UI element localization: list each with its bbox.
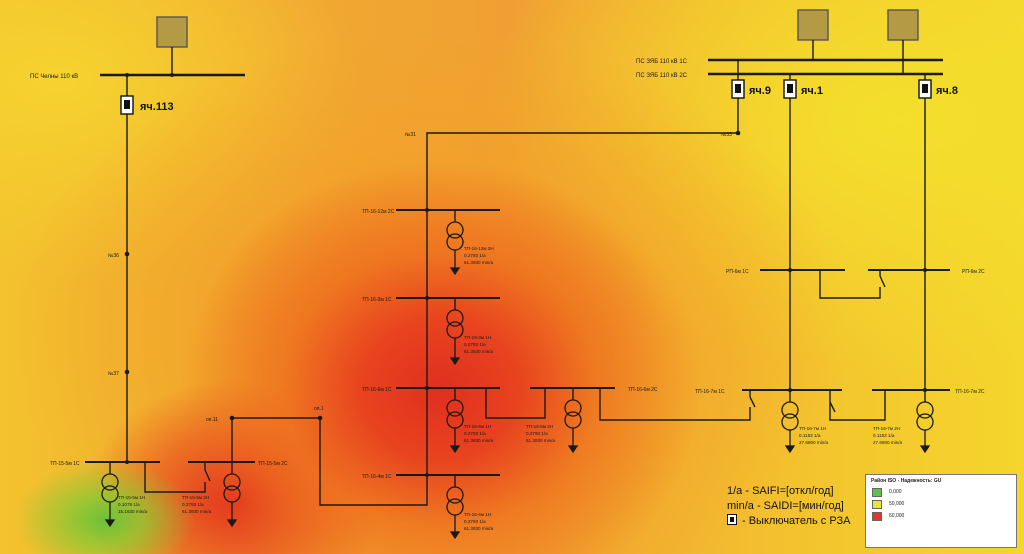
transformer-t3 xyxy=(446,221,464,276)
label-breaker-right-1: яч.9 xyxy=(749,85,771,97)
label-bus-tp16-6-2c: ТП-16-6м 2С xyxy=(628,387,658,393)
legend-item: 0,000 xyxy=(872,487,1016,497)
transformer-t9 xyxy=(916,401,934,454)
info-t3-saidi: 61.3930 min/a xyxy=(464,260,494,265)
transformer-t6 xyxy=(564,399,582,454)
breaker-icon xyxy=(727,514,737,525)
info-t4-saifi: 0.2793 1/a xyxy=(464,342,486,347)
info-t2-saifi: 0.2793 1/a xyxy=(182,502,204,507)
note-breaker-label: - Выключатель с РЗА xyxy=(742,515,851,527)
source-right-1 xyxy=(797,9,829,41)
transformer-t8 xyxy=(781,401,799,454)
info-t5-saidi: 61.3930 min/a xyxy=(464,438,494,443)
label-right-bus-1: ПС ЗЯБ 110 кВ 1С xyxy=(636,59,688,65)
transformer-t4 xyxy=(446,309,464,366)
transformer-t7 xyxy=(446,486,464,540)
label-bus-tp16-7-1c: ТП-16-7м 1С xyxy=(695,389,725,395)
label-bus-rp6-2c: РП-6м 2С xyxy=(962,269,985,275)
info-t2-name: ТП-15-5м 2Н xyxy=(182,495,209,500)
info-t5-saifi: 0.2793 1/a xyxy=(464,431,486,436)
label-bus-tp16-3-1c: ТП-16-3м 1С xyxy=(362,297,392,303)
label-bus-tp15-2c: ТП-15-5м 2С xyxy=(258,461,288,467)
note-saifi: 1/a - SAIFI=[откл/год] xyxy=(727,485,834,497)
label-left-bus: ПС Челны 110 кВ xyxy=(30,74,78,80)
label-node-on1: оп.1 xyxy=(314,406,324,412)
legend-item: 50,000 xyxy=(872,499,1016,509)
info-t9-saifi: 0.1153 1/a xyxy=(873,433,895,438)
transformer-t2 xyxy=(223,473,241,528)
transformer-t5 xyxy=(446,399,464,454)
breaker-right-1 xyxy=(731,79,745,99)
legend-item: 60,000 xyxy=(872,511,1016,521)
note-breaker: - Выключатель с РЗА xyxy=(727,514,850,529)
info-t4-name: ТП-16-3м 1Н xyxy=(464,335,491,340)
info-t9-saidi: 27.6800 min/a xyxy=(873,440,903,445)
label-breaker-right-3: яч.8 xyxy=(936,85,958,97)
info-t6-saifi: 0.2793 1/a xyxy=(526,431,548,436)
label-right-bus-2: ПС ЗЯБ 110 кВ 2С xyxy=(636,73,688,79)
legend-swatch-yellow xyxy=(872,499,882,509)
info-t4-saidi: 61.3930 min/a xyxy=(464,349,494,354)
legend-title: Район ISO - Надежность: GU xyxy=(871,478,942,484)
info-t3-saifi: 0.2793 1/a xyxy=(464,253,486,258)
info-t1-saidi: 15.1630 min/a xyxy=(118,509,148,514)
info-t2-saidi: 61.3930 min/a xyxy=(182,509,212,514)
info-t7-name: ТП-16-4м 1Н xyxy=(464,512,491,517)
info-t8-saidi: 27.6800 min/a xyxy=(799,440,829,445)
label-bus-rp6-1c: РП-6м 1С xyxy=(726,269,749,275)
breaker-right-2 xyxy=(783,79,797,99)
label-bus-tp16-6-1c: ТП-16-6м 1С xyxy=(362,387,392,393)
legend-value: 0,000 xyxy=(889,489,902,495)
breaker-right-3 xyxy=(918,79,932,99)
info-t6-saidi: 61.3930 min/a xyxy=(526,438,556,443)
source-left xyxy=(156,16,188,48)
label-node-36: №36 xyxy=(108,253,119,259)
legend: Район ISO - Надежность: GU 0,000 50,000 … xyxy=(865,474,1017,548)
label-bus-tp16-4-1c: ТП-16-4м 1С xyxy=(362,474,392,480)
info-t8-saifi: 0.1153 1/a xyxy=(799,433,821,438)
info-t7-saidi: 61.3930 min/a xyxy=(464,526,494,531)
info-t6-name: ТП-16-6м 2Н xyxy=(526,424,553,429)
info-t7-saifi: 0.2793 1/a xyxy=(464,519,486,524)
info-t1-saifi: 0.1079 1/a xyxy=(118,502,140,507)
transformer-t1 xyxy=(101,473,119,528)
info-t3-name: ТП-16-12м 2Н xyxy=(464,246,494,251)
legend-value: 60,000 xyxy=(889,513,905,519)
label-bus-tp16-7-2c: ТП-16-7м 2С xyxy=(955,389,985,395)
info-t5-name: ТП-16-6м 1Н xyxy=(464,424,491,429)
label-breaker-right-2: яч.1 xyxy=(801,85,823,97)
label-node-on11: оп.11 xyxy=(206,417,218,423)
label-bus-tp16-12-2c: ТП-16-12м 2С xyxy=(362,209,395,215)
label-node-37: №37 xyxy=(108,371,119,377)
breaker-left xyxy=(120,95,134,115)
notes: 1/a - SAIFI=[откл/год] min/a - SAIDI=[ми… xyxy=(727,484,850,529)
label-breaker-left: яч.113 xyxy=(140,101,174,113)
label-bus-tp15-1c: ТП-15-5м 1С xyxy=(50,461,80,467)
note-saidi: min/a - SAIDI=[мин/год] xyxy=(727,500,844,512)
info-t8-name: ТП-16-7м 1Н xyxy=(799,426,826,431)
source-right-2 xyxy=(887,9,919,41)
label-node-31: №31 xyxy=(405,132,416,138)
legend-value: 50,000 xyxy=(889,501,905,507)
legend-swatch-green xyxy=(872,487,882,497)
info-t1-name: ТП-15-5м 1Н xyxy=(118,495,145,500)
label-node-33: №33 xyxy=(721,132,732,138)
legend-swatch-red xyxy=(872,511,882,521)
info-t9-name: ТП-16-7м 2Н xyxy=(873,426,900,431)
